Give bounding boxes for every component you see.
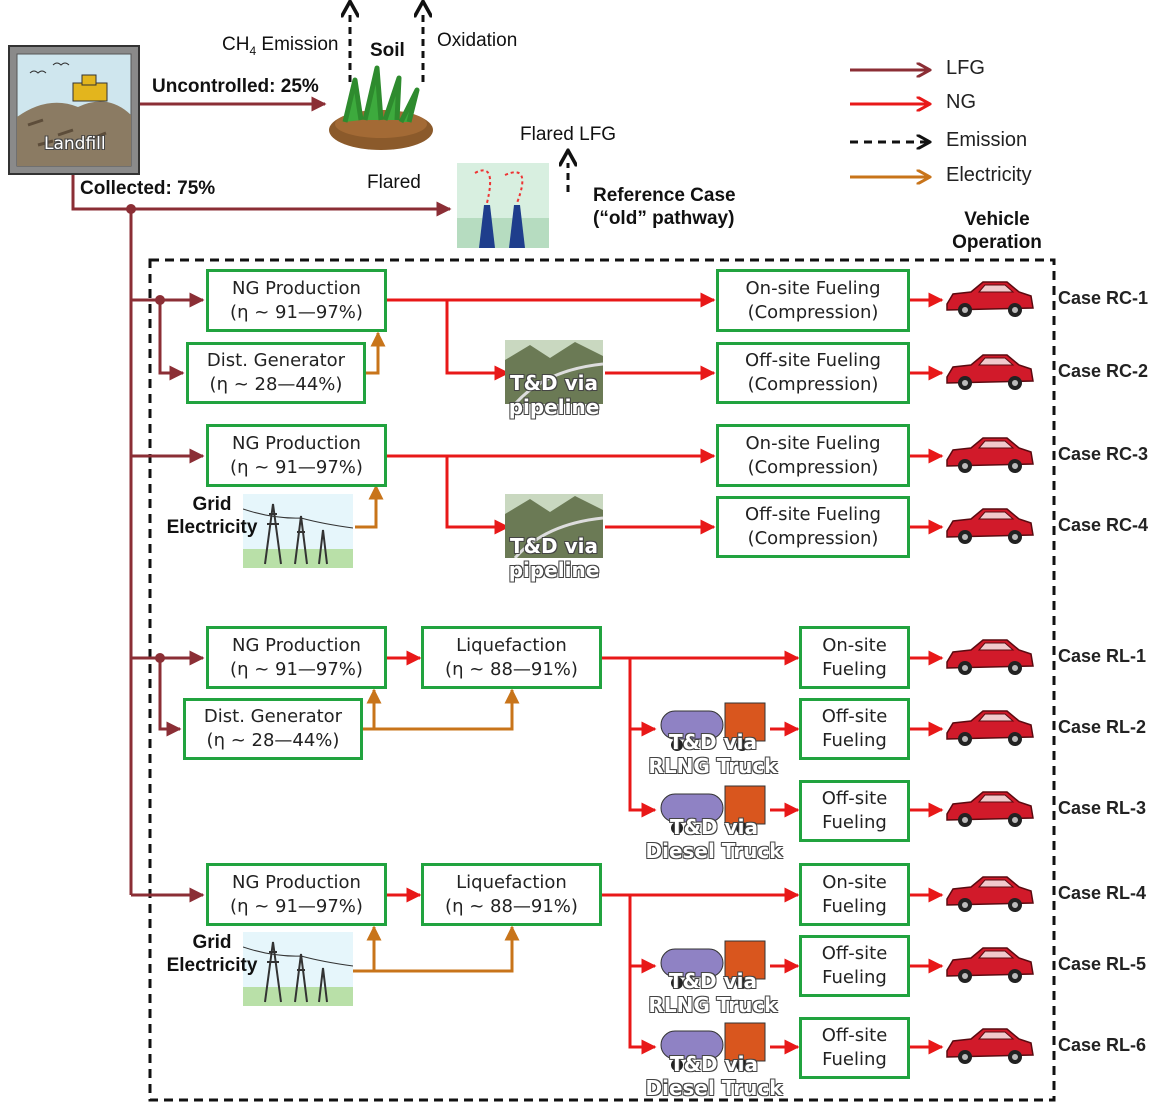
case-label: Case RC-3 <box>1058 444 1149 464</box>
case-label: Case RL-4 <box>1058 883 1147 903</box>
car-icon <box>946 876 1034 912</box>
onsite-fueling-box: On-site Fueling(Compression) <box>716 424 910 487</box>
case-label: Case RL-3 <box>1058 798 1147 818</box>
liquefaction-box: Liquefaction(η ~ 88—91%) <box>421 863 602 926</box>
soil-picture <box>329 65 433 150</box>
truck-picture <box>660 940 766 989</box>
junction-dot <box>126 204 136 214</box>
dist-generator-box: Dist. Generator(η ~ 28—44%) <box>183 698 363 760</box>
case-label: Case RC-4 <box>1058 515 1149 535</box>
grid-tower-picture <box>243 494 353 568</box>
junction-dot <box>155 653 165 663</box>
car-icon <box>946 508 1034 544</box>
pipeline-picture <box>505 340 603 404</box>
car-icon <box>946 947 1034 983</box>
legend-lfg-label: LFG <box>946 57 985 79</box>
case-label: Case RL-5 <box>1058 954 1147 974</box>
case-label: Case RL-1 <box>1058 646 1147 666</box>
offsite-fueling-box: Off-site Fueling(Compression) <box>716 496 910 558</box>
ng-production-box: NG Production(η ~ 91—97%) <box>206 863 387 926</box>
pipeline-picture <box>505 494 603 558</box>
truck-picture <box>660 785 766 834</box>
uncontrolled-label: Uncontrolled: 25% <box>152 76 319 97</box>
case-label: Case RL-6 <box>1058 1035 1147 1055</box>
oxidation-label: Oxidation <box>437 30 518 51</box>
liquefaction-box: Liquefaction(η ~ 88—91%) <box>421 626 602 689</box>
boundary-dashed-box <box>148 258 1056 1102</box>
offsite-fueling-box: Off-site Fueling(Compression) <box>716 342 910 404</box>
case-label: Case RL-2 <box>1058 717 1147 737</box>
collected-line <box>71 175 452 217</box>
flared-label: Flared <box>367 172 421 193</box>
flare-picture <box>457 163 549 248</box>
junction-dot <box>155 295 165 305</box>
ch4-emission-label: CH4 Emission <box>222 34 339 58</box>
lfg-to-dg-rc <box>158 300 185 381</box>
landfill-label: Landfill <box>44 134 106 154</box>
flared-lfg-label: Flared LFG <box>520 124 617 145</box>
car-icon <box>946 354 1034 390</box>
car-icon <box>946 710 1034 746</box>
car-icon <box>946 639 1034 675</box>
ng-production-box: NG Production(η ~ 91—97%) <box>206 626 387 689</box>
legend-electricity-label: Electricity <box>946 164 1032 186</box>
collected-label: Collected: 75% <box>80 178 216 199</box>
dist-generator-box: Dist. Generator(η ~ 28—44%) <box>186 342 366 404</box>
soil-label: Soil <box>370 40 405 61</box>
grid-tower-picture <box>243 932 353 1006</box>
landfill-picture <box>8 45 140 175</box>
lfg-to-dg-rl <box>158 658 182 737</box>
car-icon <box>946 437 1034 473</box>
car-icon <box>946 281 1034 317</box>
case-label: Case RC-1 <box>1058 288 1149 308</box>
ng-production-box: NG Production(η ~ 91—97%) <box>206 424 387 487</box>
car-icon <box>946 1028 1034 1064</box>
truck-picture <box>660 1022 766 1071</box>
vehicle-operation-header: Vehicle Operation <box>952 209 1042 253</box>
onsite-fueling-box: On-site Fueling(Compression) <box>716 269 910 332</box>
case-label: Case RC-2 <box>1058 361 1149 381</box>
truck-picture <box>660 702 766 751</box>
legend-emission-label: Emission <box>946 129 1028 151</box>
legend-ng-label: NG <box>946 91 976 113</box>
car-icon <box>946 791 1034 827</box>
ng-production-box: NG Production(η ~ 91—97%) <box>206 269 387 332</box>
reference-case-label: Reference Case (“old” pathway) <box>593 185 736 229</box>
